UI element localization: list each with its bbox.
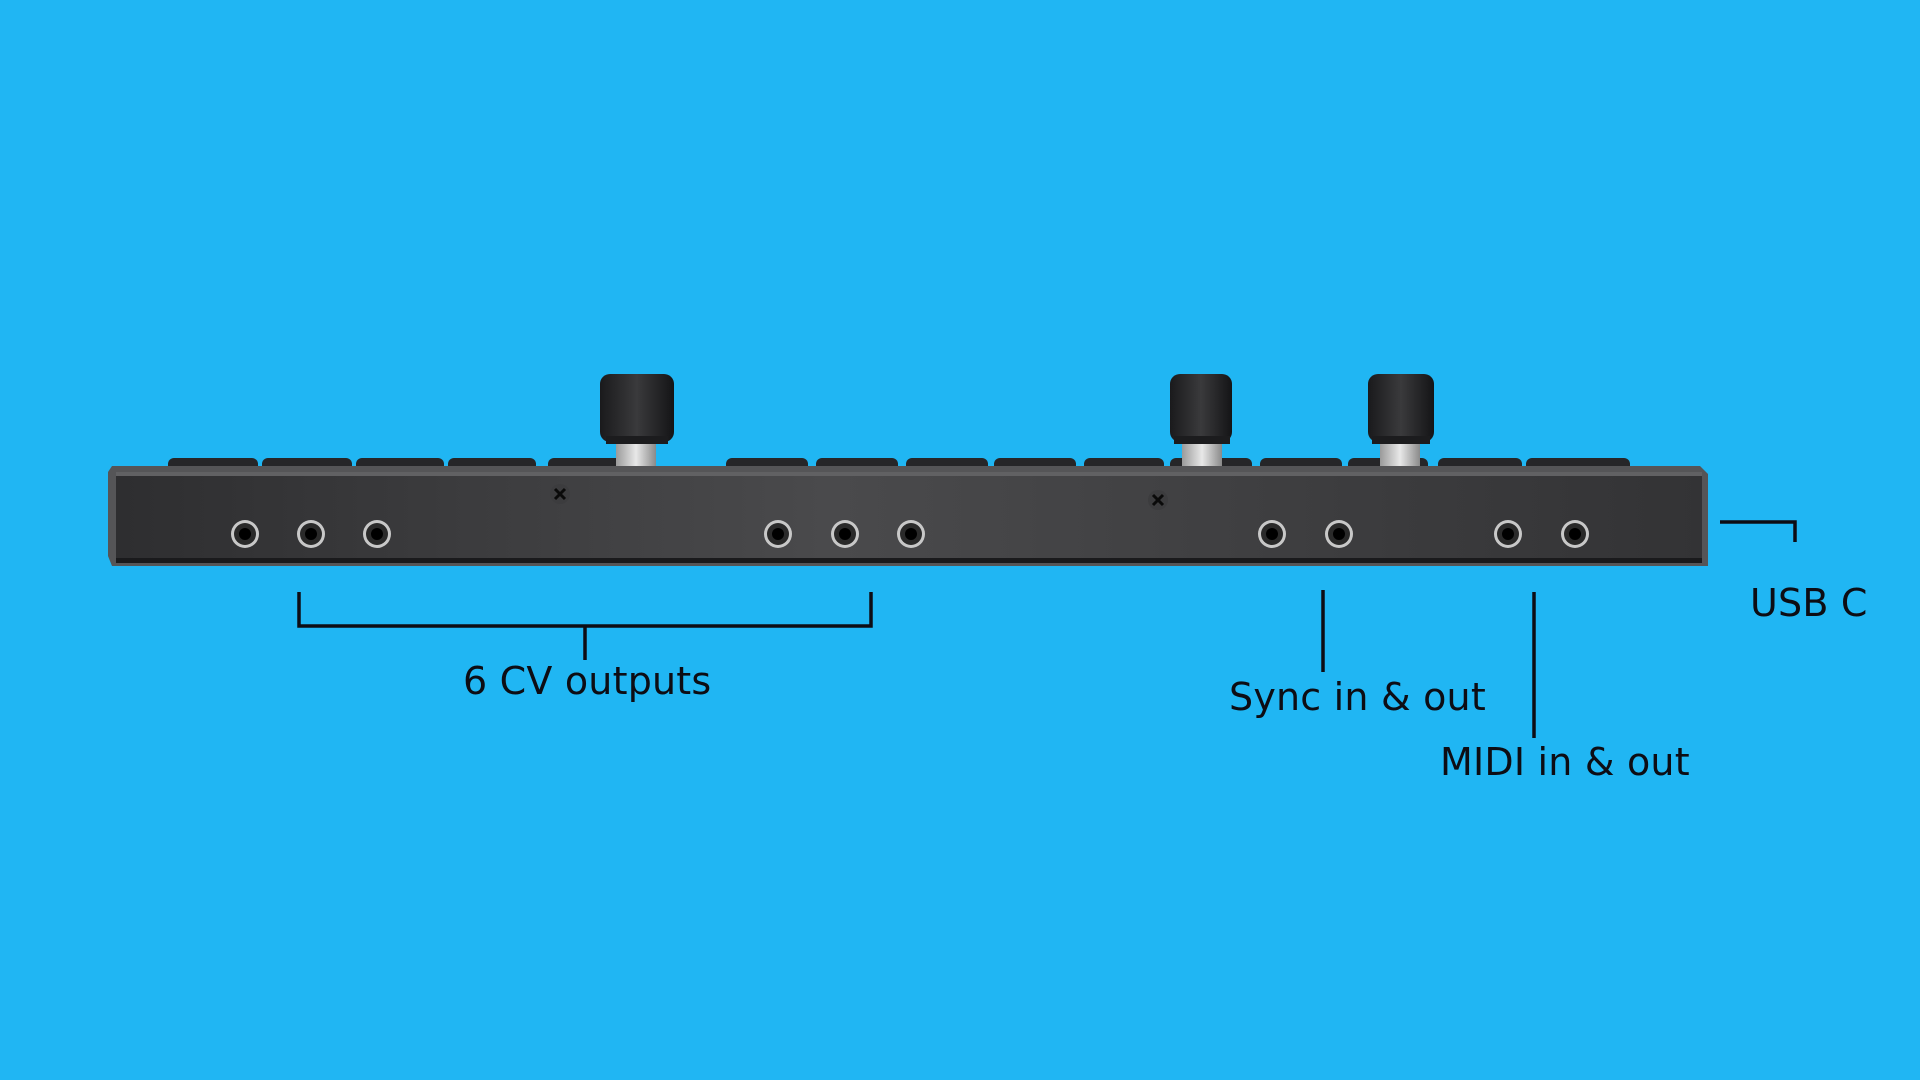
usb-c-label: USB C: [1750, 581, 1868, 625]
jack-icon: [363, 520, 391, 548]
jack-icon: [1494, 520, 1522, 548]
jack-icon: [764, 520, 792, 548]
cv-output-jacks: [231, 520, 925, 548]
jack-icon: [1258, 520, 1286, 548]
device-back-panel: [108, 466, 1708, 566]
jack-icon: [1561, 520, 1589, 548]
midi-jacks: [1494, 520, 1589, 548]
sync-jacks: [1258, 520, 1353, 548]
midi-label: MIDI in & out: [1440, 740, 1690, 784]
jack-icon: [1325, 520, 1353, 548]
knob-icon: [1170, 374, 1232, 468]
usb-callout-line: [1720, 520, 1797, 542]
callout-lines: [297, 520, 1797, 738]
screw-icon: [550, 484, 570, 504]
jack-icon: [297, 520, 325, 548]
knob-icon: [1368, 374, 1434, 468]
jack-icon: [831, 520, 859, 548]
cv-bracket: [297, 592, 873, 628]
jack-icon: [231, 520, 259, 548]
knob-icon: [600, 374, 674, 468]
screw-icon: [1148, 490, 1168, 510]
sync-label: Sync in & out: [1229, 675, 1486, 719]
jack-icon: [897, 520, 925, 548]
cv-outputs-label: 6 CV outputs: [463, 659, 712, 703]
